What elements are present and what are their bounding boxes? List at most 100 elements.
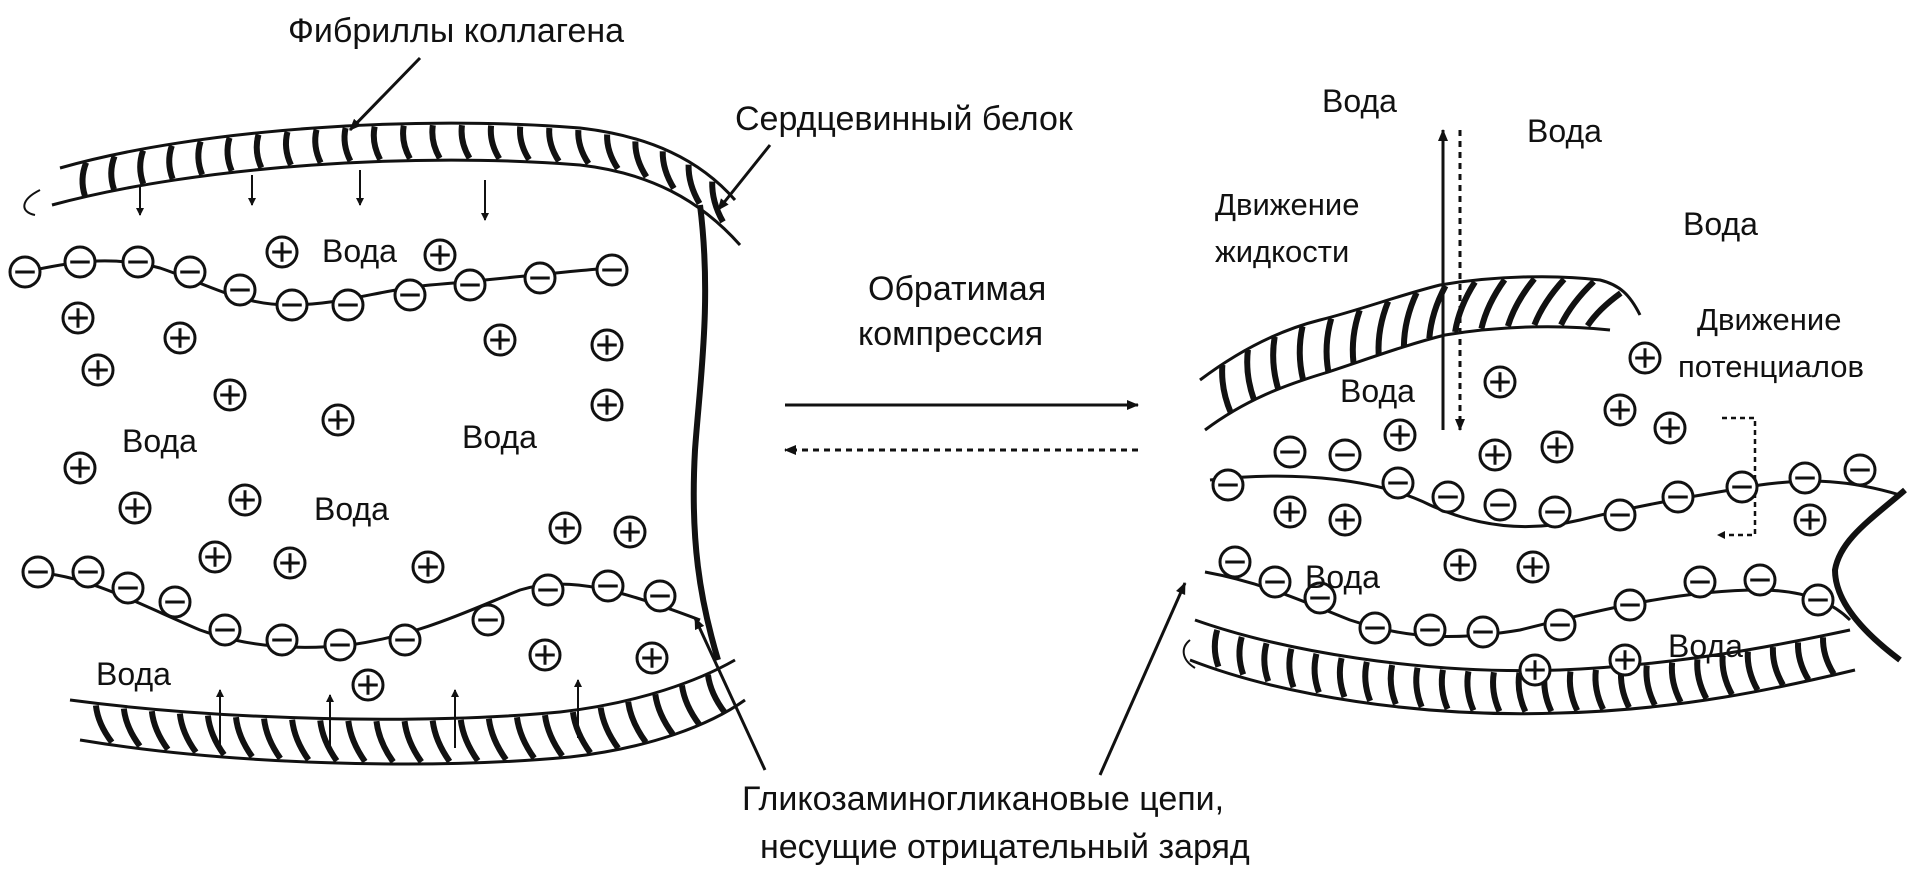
left-panel: Вода Вода Вода Вода Вода: [10, 123, 745, 764]
collagen-hatch-mark: [344, 128, 350, 161]
collagen-hatch-mark: [1340, 658, 1345, 697]
collagen-hatch-mark: [1672, 663, 1681, 702]
negative-ion: [1360, 613, 1390, 643]
collagen-hatch-mark: [1493, 672, 1499, 711]
collagen-hatch-mark: [264, 719, 280, 759]
positive-ion: [592, 390, 622, 420]
collagen-hatch-mark: [491, 126, 499, 159]
collagen-hatch-mark: [1773, 647, 1783, 685]
positive-ion: [165, 323, 195, 353]
collagen-hatch-mark: [315, 130, 320, 163]
positive-ion: [1385, 420, 1415, 450]
negative-ion: [123, 247, 153, 277]
collagen-hatch-mark: [1748, 652, 1758, 690]
collagen-hatch-mark: [1534, 279, 1564, 325]
collagen-hatch-mark: [1595, 670, 1603, 709]
positive-ion: [485, 325, 515, 355]
negative-ion: [390, 625, 420, 655]
collagen-hatch-mark: [236, 717, 252, 757]
collagen-hatch-mark: [82, 163, 86, 196]
positive-ion: [267, 237, 297, 267]
negative-ion: [267, 625, 297, 655]
negative-ion: [1330, 440, 1360, 470]
collagen-hatch-mark: [403, 126, 410, 159]
collagen-hatch-mark: [1416, 668, 1421, 707]
negative-ion: [1605, 500, 1635, 530]
negative-ion: [1383, 468, 1413, 498]
collagen-hatch-mark: [1300, 326, 1303, 379]
collagen-hatch-mark: [628, 702, 646, 742]
positive-ion: [1542, 432, 1572, 462]
positive-ion: [353, 670, 383, 700]
negative-ion: [1845, 455, 1875, 485]
collagen-hatch-mark: [432, 125, 439, 158]
compression-label-line1: Обратимая: [868, 270, 1046, 308]
positive-ion: [120, 493, 150, 523]
collagen-hatch-mark: [1697, 659, 1706, 698]
negative-ion: [1685, 567, 1715, 597]
collagen-hatch-mark: [520, 127, 529, 160]
positive-ion: [413, 552, 443, 582]
positive-ion: [530, 640, 560, 670]
negative-ion: [1213, 470, 1243, 500]
collagen-fibril-bottom-left: [70, 660, 745, 764]
collagen-hatch-mark: [1561, 282, 1594, 325]
negative-ion: [325, 630, 355, 660]
potential-movement-label-line2: потенциалов: [1678, 349, 1864, 384]
collagen-hatch-mark: [96, 705, 112, 742]
negative-ion: [455, 270, 485, 300]
collagen-hatch-mark: [1264, 643, 1268, 681]
positive-ion: [1520, 655, 1550, 685]
positive-ion: [63, 303, 93, 333]
collagen-hatch-mark: [180, 714, 196, 753]
fluid-movement-label-line2: жидкости: [1215, 234, 1349, 269]
negative-ion: [333, 290, 363, 320]
collagen-hatch-mark: [376, 721, 393, 762]
water-label: Вода: [322, 233, 397, 269]
collagen-hatch-mark: [1353, 310, 1360, 363]
negative-ion: [1545, 610, 1575, 640]
negative-ion: [1727, 472, 1757, 502]
collagen-hatch-mark: [461, 720, 478, 761]
negative-ion: [1790, 463, 1820, 493]
negative-ion: [175, 257, 205, 287]
gag-pointer-left: [695, 618, 765, 770]
core-protein-pointer-arrow: [718, 145, 770, 210]
negative-ion: [1468, 617, 1498, 647]
collagen-hatch-mark: [228, 138, 232, 171]
collagen-hatch-mark: [1823, 637, 1834, 674]
collagen-hatch-mark: [1327, 319, 1332, 372]
positive-ion: [1795, 505, 1825, 535]
collagen-hatch-mark: [208, 716, 224, 755]
negative-ion: [113, 573, 143, 603]
collagen-hatch-mark: [1273, 337, 1278, 389]
collagen-hatch-mark: [348, 721, 365, 762]
collagen-hatch-mark: [601, 708, 619, 749]
water-label: Вода: [462, 419, 537, 455]
positive-ion: [592, 330, 622, 360]
collagen-hatch-mark: [1391, 665, 1396, 704]
negative-ion: [10, 257, 40, 287]
collagen-hatch-mark: [1442, 670, 1448, 709]
collagen-hatch-mark: [1222, 365, 1231, 413]
positive-ion: [1630, 343, 1660, 373]
collagen-hatch-mark: [1315, 654, 1319, 693]
positive-ion: [550, 513, 580, 543]
water-label: Вода: [1322, 83, 1397, 119]
negative-ion: [1615, 590, 1645, 620]
collagen-hatch-mark: [140, 151, 143, 184]
negative-ion: [1433, 482, 1463, 512]
collagen-hatch-mark: [1508, 279, 1535, 326]
positive-ion: [215, 380, 245, 410]
collagen-hatch-mark: [1247, 350, 1254, 400]
positive-ion: [1485, 367, 1515, 397]
negative-ion: [277, 290, 307, 320]
collagen-fibril-top-right: [1200, 277, 1640, 430]
collagen-hatch-mark: [545, 715, 562, 756]
gag-pointer-right: [1100, 583, 1185, 775]
collagen-hatch-mark: [198, 141, 202, 174]
core-protein-line: [694, 205, 718, 660]
negative-ion: [1415, 615, 1445, 645]
negative-ion: [225, 275, 255, 305]
